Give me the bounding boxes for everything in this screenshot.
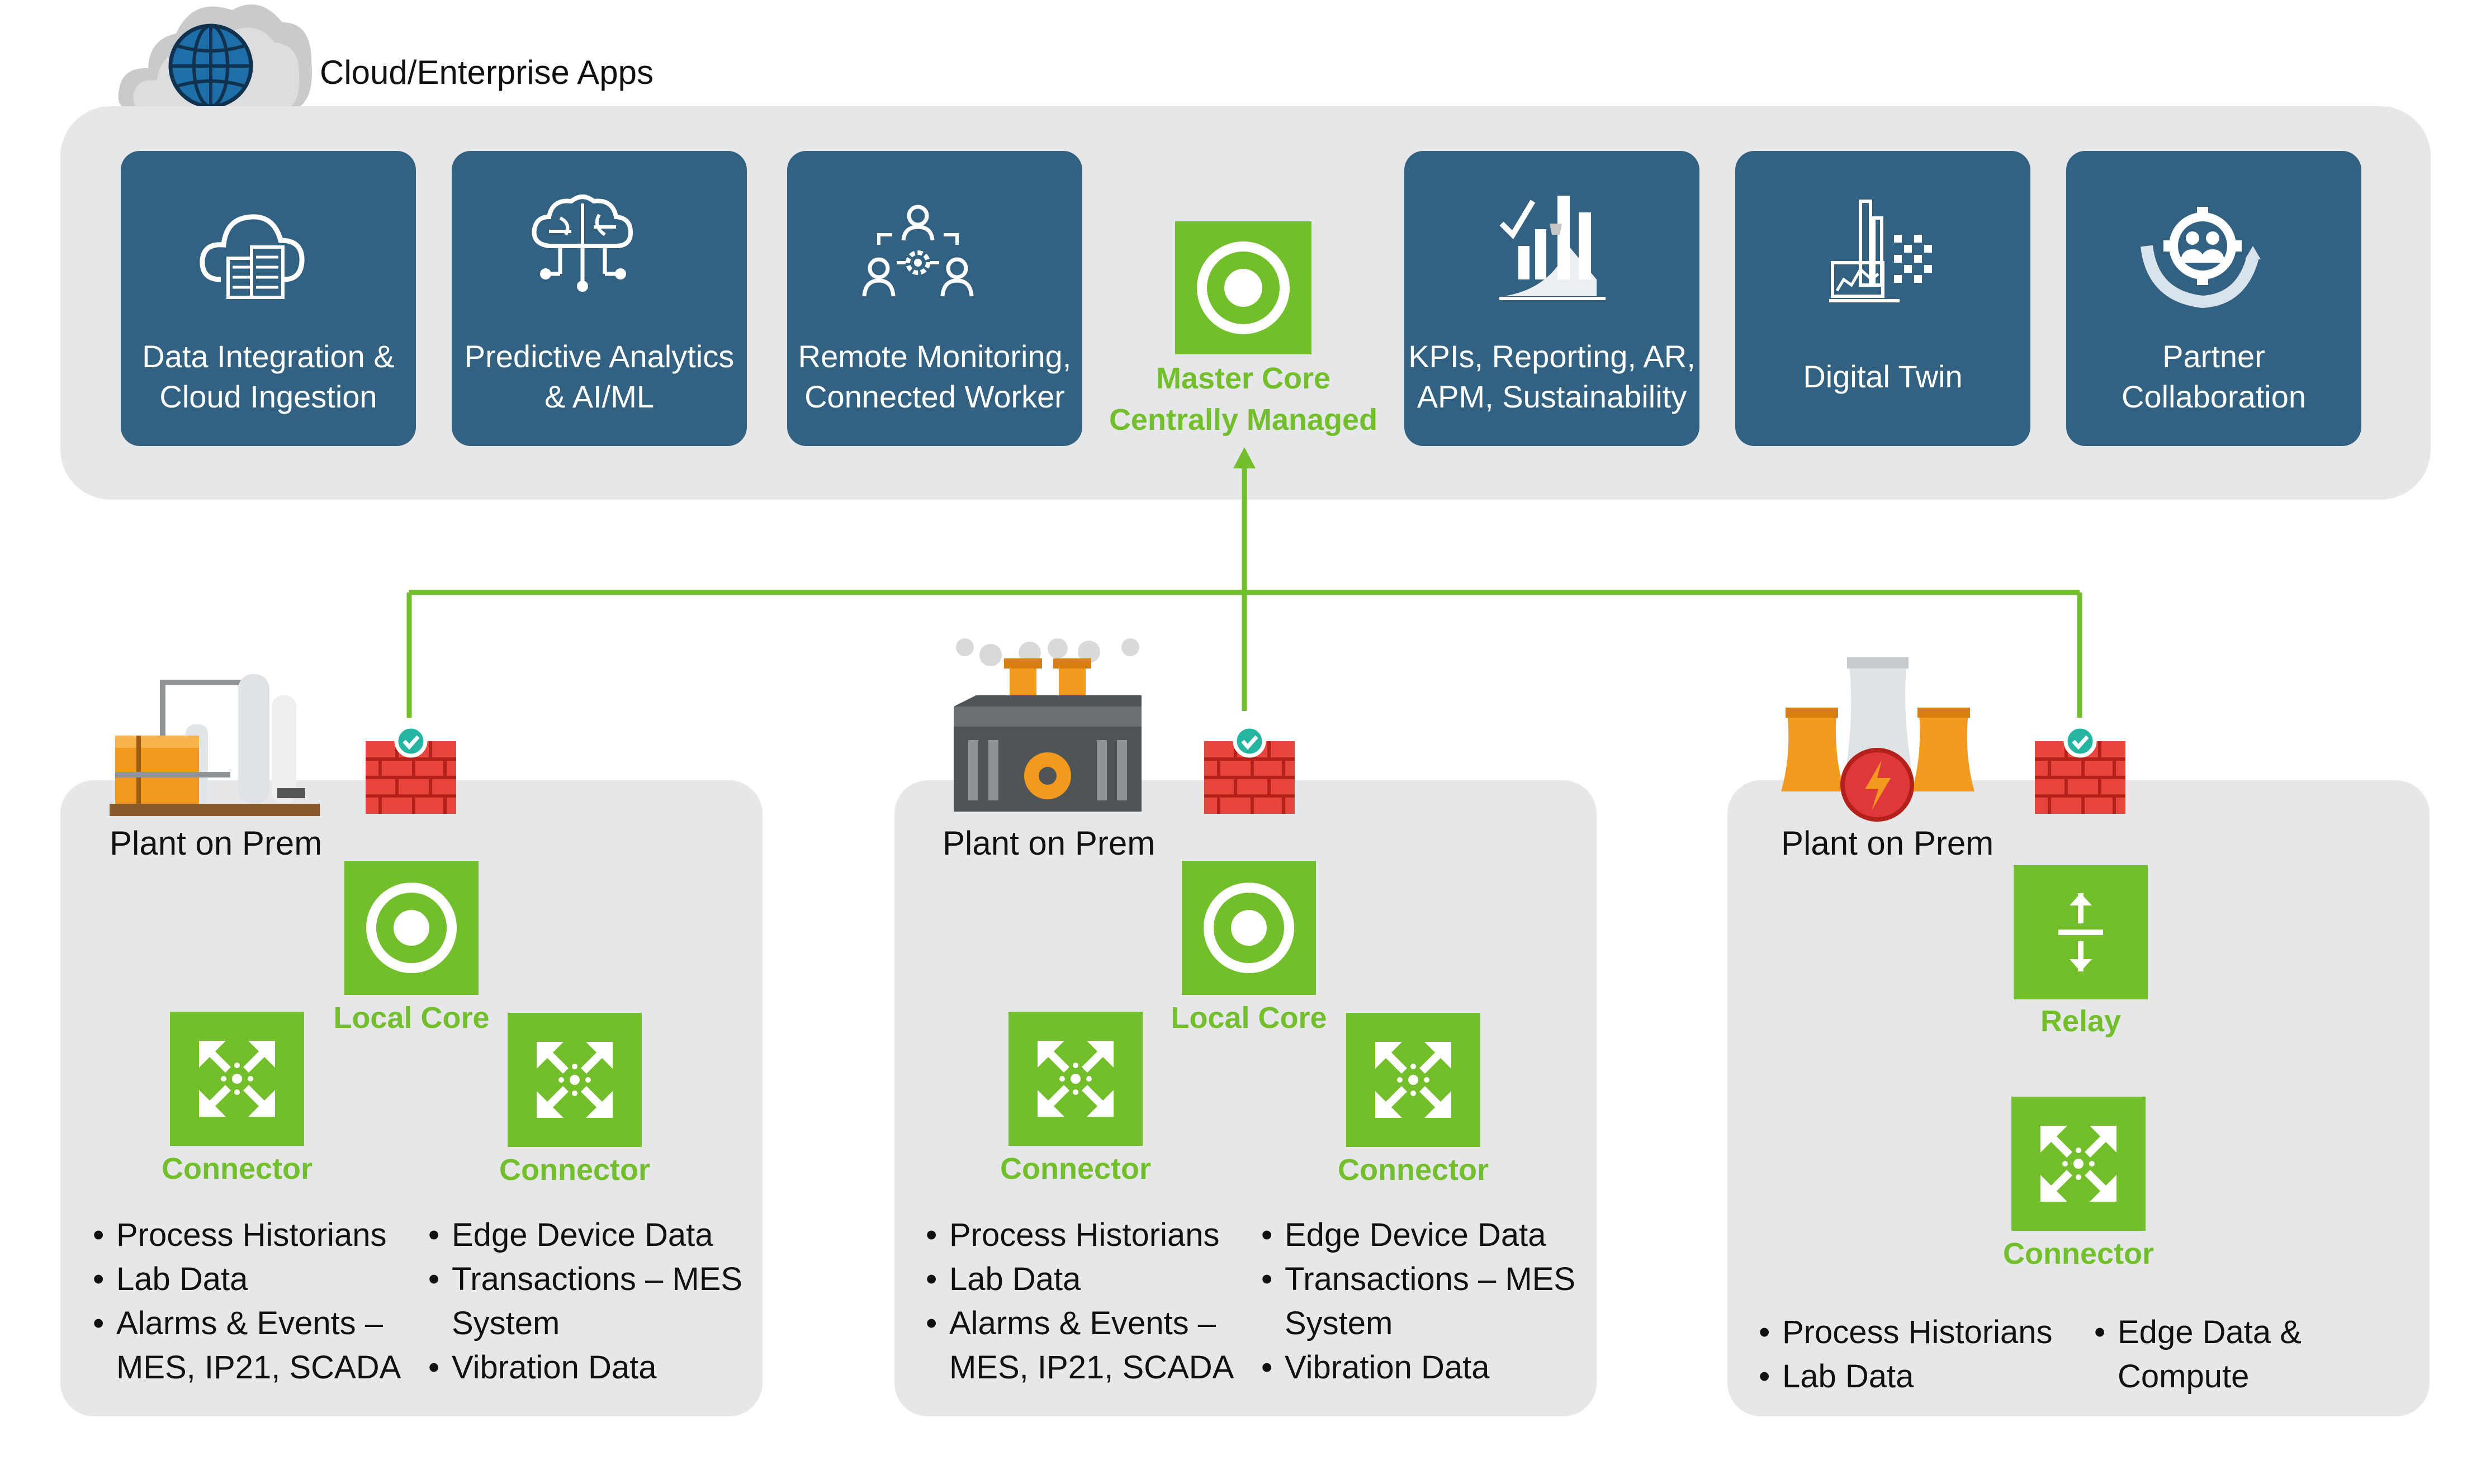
- list-item: Vibration Data: [428, 1345, 752, 1390]
- connector-label: Connector: [1000, 1152, 1151, 1186]
- app-card-kpis: KPIs, Reporting, AR, APM, Sustainability: [1404, 151, 1699, 446]
- digital-twin-icon: [1829, 200, 1932, 302]
- list-item: Edge Device Data: [428, 1213, 752, 1257]
- local-core-box: [1182, 861, 1316, 995]
- firewall-icon: [1204, 724, 1295, 814]
- app-card-digital-twin: Digital Twin: [1735, 151, 2030, 446]
- connector-label: Connector: [2003, 1237, 2154, 1270]
- connector-label: Connector: [1338, 1153, 1489, 1187]
- cloud-title: Cloud/Enterprise Apps: [320, 54, 654, 91]
- connector-box: [508, 1013, 642, 1147]
- partner-gear-icon: [2141, 207, 2261, 309]
- list-item: Alarms & Events – MES, IP21, SCADA: [93, 1301, 428, 1390]
- expand-arrows-icon: [537, 1042, 613, 1118]
- list-item: Alarms & Events – MES, IP21, SCADA: [926, 1301, 1261, 1390]
- app-label: Data Integration & Cloud Ingestion: [142, 339, 395, 414]
- data-source-list-left: Process Historians Lab Data: [1759, 1310, 2094, 1398]
- app-card-remote-monitoring: Remote Monitoring, Connected Worker: [787, 151, 1082, 446]
- list-item: Edge Device Data: [1261, 1213, 1585, 1257]
- master-core-label: Master Core Centrally Managed: [1109, 362, 1378, 437]
- data-source-list-right: Edge Device Data Transactions – MES Syst…: [428, 1213, 752, 1390]
- core-ring-icon: [1204, 883, 1294, 973]
- relay-box: [2014, 865, 2148, 999]
- connector-box: [170, 1012, 304, 1146]
- connector-box: [1008, 1012, 1143, 1146]
- data-source-list-left: Process Historians Lab Data Alarms & Eve…: [93, 1213, 428, 1390]
- plant-label: Plant on Prem: [943, 824, 1156, 862]
- data-source-list-left: Process Historians Lab Data Alarms & Eve…: [926, 1213, 1261, 1390]
- plant-label: Plant on Prem: [110, 824, 323, 862]
- data-source-list-right: Edge Device Data Transactions – MES Syst…: [1261, 1213, 1585, 1390]
- core-ring-icon: [1197, 241, 1290, 334]
- list-item: Process Historians: [1759, 1310, 2094, 1354]
- local-core-label: Local Core: [333, 1001, 490, 1035]
- refinery-icon: [110, 674, 320, 816]
- brain-circuit-icon: [532, 195, 633, 292]
- connector-box: [2011, 1097, 2146, 1231]
- app-label: Partner Collaboration: [2122, 339, 2306, 414]
- team-network-icon: [862, 205, 974, 297]
- factory-icon: [954, 638, 1142, 812]
- master-core-box: [1175, 221, 1311, 354]
- plant-label: Plant on Prem: [1781, 824, 1994, 862]
- app-card-partner-collaboration: Partner Collaboration: [2066, 151, 2361, 446]
- expand-arrows-icon: [199, 1041, 275, 1117]
- list-item: Lab Data: [926, 1257, 1261, 1301]
- list-item: Lab Data: [1759, 1354, 2094, 1398]
- cloud-server-icon: [200, 214, 305, 299]
- relay-arrows-icon: [2058, 893, 2103, 971]
- list-item: Process Historians: [93, 1213, 428, 1257]
- list-item: Process Historians: [926, 1213, 1261, 1257]
- power-plant-icon: [1781, 657, 1974, 822]
- app-card-predictive-analytics: Predictive Analytics & AI/ML: [452, 151, 747, 446]
- globe-cloud-icon: [118, 4, 312, 112]
- app-label: Remote Monitoring, Connected Worker: [798, 339, 1072, 414]
- core-ring-icon: [366, 883, 457, 973]
- expand-arrows-icon: [1375, 1042, 1451, 1118]
- relay-label: Relay: [2040, 1004, 2122, 1038]
- data-source-list-right: Edge Data & Compute: [2094, 1310, 2407, 1398]
- kpi-chart-icon: [1499, 196, 1606, 300]
- local-core-label: Local Core: [1171, 1001, 1327, 1035]
- local-core-box: [344, 861, 479, 995]
- connector-box: [1346, 1013, 1480, 1147]
- list-item: Lab Data: [93, 1257, 428, 1301]
- firewall-icon: [366, 724, 456, 814]
- app-label: KPIs, Reporting, AR, APM, Sustainability: [1408, 339, 1696, 414]
- list-item: Transactions – MES System: [1261, 1257, 1585, 1345]
- app-label: Predictive Analytics & AI/ML: [464, 339, 735, 414]
- list-item: Transactions – MES System: [428, 1257, 752, 1345]
- firewall-icon: [2035, 724, 2125, 814]
- expand-arrows-icon: [1038, 1041, 1114, 1117]
- app-card-data-integration: Data Integration & Cloud Ingestion: [121, 151, 416, 446]
- list-item: Edge Data & Compute: [2094, 1310, 2407, 1398]
- connector-label: Connector: [162, 1152, 312, 1186]
- expand-arrows-icon: [2040, 1126, 2116, 1202]
- list-item: Vibration Data: [1261, 1345, 1585, 1390]
- connector-label: Connector: [499, 1153, 650, 1187]
- app-label: Digital Twin: [1803, 359, 1963, 394]
